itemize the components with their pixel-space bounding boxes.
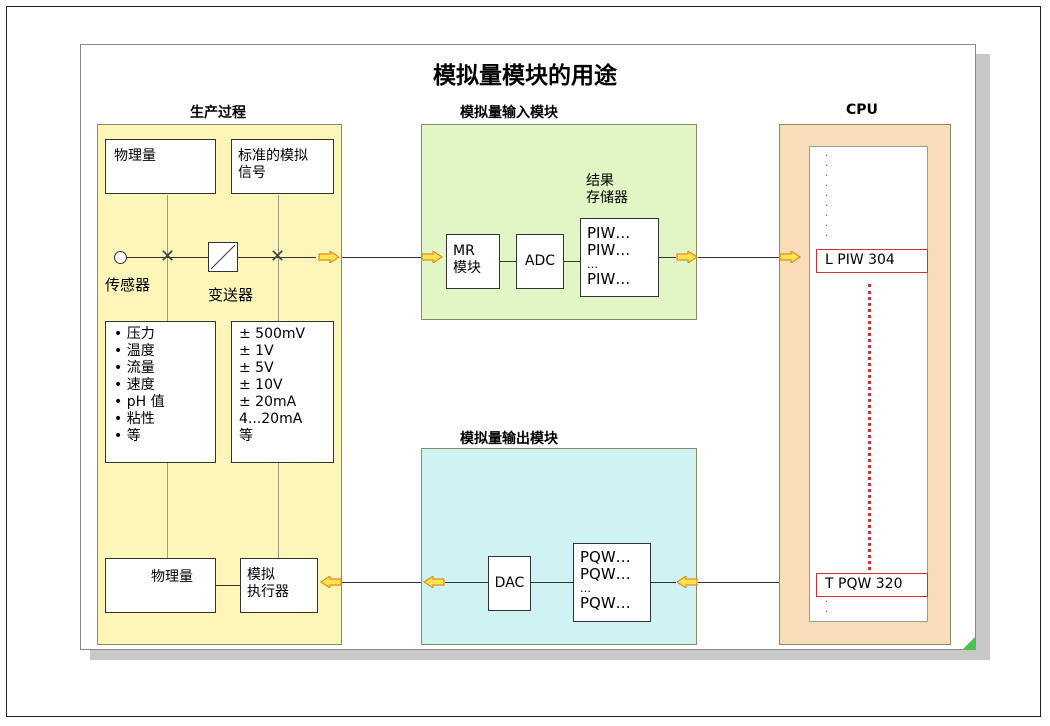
load-instruction: L PIW 304	[816, 249, 928, 273]
guide-line	[167, 463, 168, 558]
arrow-right-icon	[676, 251, 698, 263]
pqw-memory-box: PQW… PQW… … PQW…	[573, 543, 651, 622]
section-output-heading: 模拟量输出模块	[460, 431, 558, 447]
result-memory-label: 结果 存储器	[586, 173, 628, 206]
section-process-heading: 生产过程	[190, 105, 246, 121]
connection-line	[698, 582, 779, 583]
connection-line	[698, 257, 779, 258]
transfer-instruction: T PQW 320	[816, 573, 928, 597]
signal-line	[238, 257, 316, 258]
standard-signal-box: 标准的模拟 信号	[231, 139, 334, 194]
connection-line	[500, 261, 516, 262]
corner-fold-icon	[962, 636, 976, 650]
transmitter-icon	[208, 242, 238, 272]
physical-quantity-box: 物理量	[105, 139, 216, 194]
guide-line	[167, 195, 168, 321]
arrow-right-icon	[318, 251, 340, 263]
signal-line	[127, 257, 208, 258]
cross-mark-icon: ✕	[270, 246, 286, 267]
slide-title: 模拟量模块的用途	[433, 63, 617, 89]
section-input-heading: 模拟量输入模块	[460, 105, 558, 121]
arrow-left-icon	[320, 576, 342, 588]
arrow-left-icon	[423, 576, 445, 588]
section-cpu-heading: CPU	[846, 102, 878, 118]
connection-line	[531, 582, 573, 583]
arrow-right-icon	[421, 251, 443, 263]
connection-line	[564, 261, 580, 262]
quantities-box: • 压力 • 温度 • 流量 • 速度 • pH 值 • 粘性 • 等	[105, 321, 216, 463]
connection-line	[445, 582, 488, 583]
outer-frame	[6, 6, 1041, 717]
physical-quantity-bottom-box: 物理量	[105, 558, 216, 613]
cross-mark-icon: ✕	[160, 246, 176, 267]
mr-module-box: MR 模块	[446, 234, 500, 289]
arrow-left-icon	[676, 576, 698, 588]
sensor-label: 传感器	[105, 276, 151, 294]
sensor-icon	[114, 251, 127, 264]
connection-line	[342, 257, 421, 258]
analog-actuator-box: 模拟 执行器	[240, 558, 318, 613]
dac-box: DAC	[488, 556, 531, 611]
program-dots: ··	[825, 597, 829, 618]
guide-line	[278, 195, 279, 321]
program-dots: ·········	[825, 151, 829, 242]
adc-box: ADC	[516, 234, 564, 289]
arrow-right-icon	[779, 251, 801, 263]
connection-line	[216, 585, 240, 586]
connection-line	[659, 257, 676, 258]
guide-line	[278, 463, 279, 558]
piw-memory-box: PIW… PIW… … PIW…	[580, 218, 659, 297]
transmitter-label: 变送器	[208, 286, 254, 304]
output-module-panel	[421, 448, 697, 645]
signal-ranges-box: ± 500mV ± 1V ± 5V ± 10V ± 20mA 4...20mA …	[231, 321, 334, 463]
connection-line	[342, 582, 421, 583]
connection-line	[651, 582, 676, 583]
program-dotted-line	[868, 284, 871, 570]
